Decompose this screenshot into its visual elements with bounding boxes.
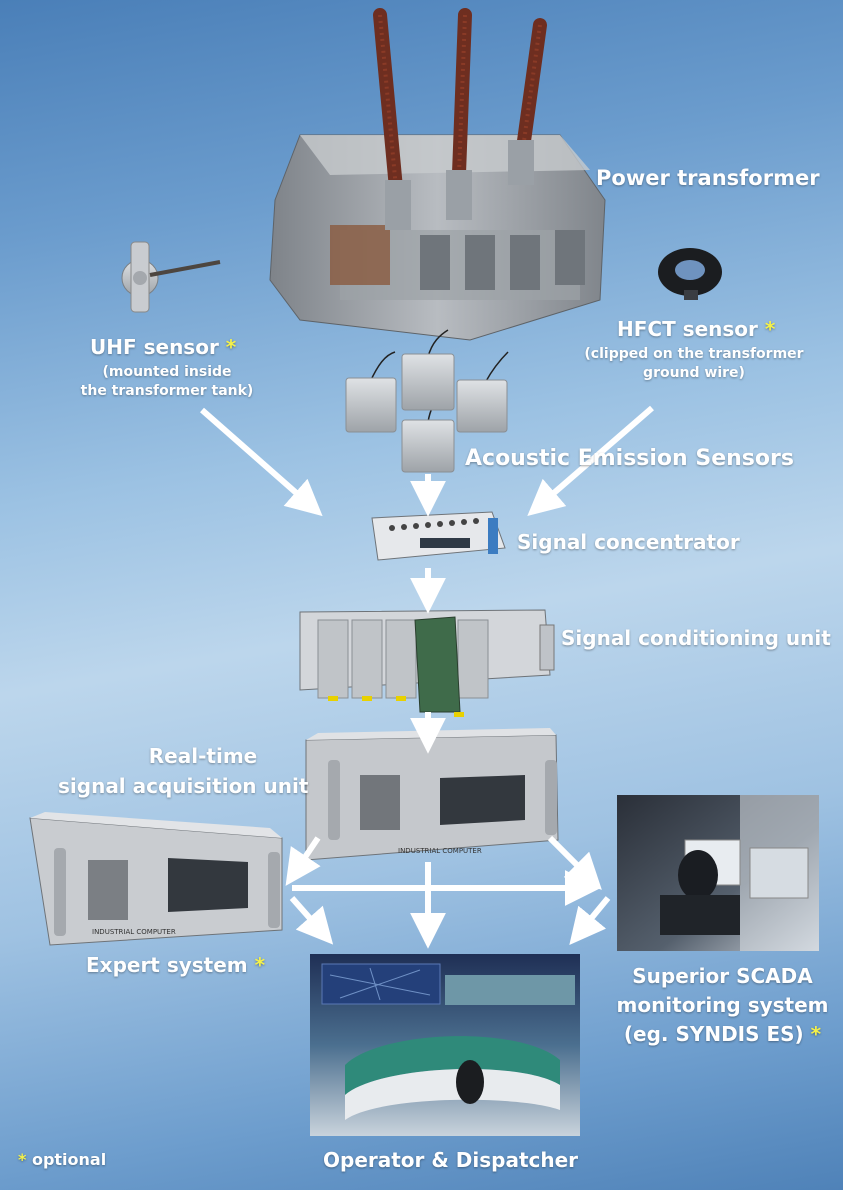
legend-text: optional: [31, 1150, 107, 1169]
uhf-sensor-note: (mounted inside the transformer tank): [72, 363, 262, 401]
expert-system-title: Expert system: [86, 953, 248, 977]
hfct-note-line-1: (clipped on the transformer: [584, 346, 804, 362]
power-transformer-illustration: [269, 8, 606, 341]
scada-label-line-2: monitoring system: [616, 993, 829, 1017]
scada-label: Superior SCADA monitoring system (eg. SY…: [610, 962, 835, 1049]
scada-label-line-3: (eg. SYNDIS ES) *: [610, 1020, 835, 1049]
uhf-note-line-1: (mounted inside: [102, 364, 232, 380]
scada-optional-star: *: [810, 1022, 822, 1046]
arrow-uhf-to-concentrator: [200, 407, 323, 517]
acoustic-sensors-illustration: [345, 329, 509, 473]
realtime-label-line-2: signal acquisition unit: [58, 774, 309, 798]
power-transformer-label: Power transformer: [596, 166, 820, 190]
uhf-sensor-illustration: [121, 241, 221, 313]
flow-arrows: [200, 405, 654, 949]
arrow-realtime-to-expert: [285, 836, 321, 886]
realtime-label-line-1: Real-time: [148, 744, 258, 768]
scada-label-example: (eg. SYNDIS ES): [623, 1022, 804, 1046]
arrow-realtime-to-scada: [547, 835, 602, 890]
uhf-sensor-label: UHF sensor *: [90, 335, 236, 359]
expert-system-label: Expert system *: [86, 953, 265, 977]
expert-optional-star: *: [254, 953, 266, 977]
signal-concentrator-illustration: [371, 511, 506, 561]
scada-photo: [617, 795, 819, 951]
signal-concentrator-label: Signal concentrator: [517, 530, 740, 554]
legend-star: *: [18, 1150, 27, 1169]
uhf-note-line-2: the transformer tank): [80, 383, 254, 399]
optional-legend: * optional: [18, 1150, 106, 1169]
hfct-sensor-title: HFCT sensor: [617, 317, 758, 341]
signal-conditioning-illustration: [299, 609, 555, 717]
operator-dispatcher-label: Operator & Dispatcher: [323, 1148, 579, 1172]
hfct-note-line-2: ground wire): [643, 365, 745, 381]
arrow-scada-to-operator: [569, 896, 611, 945]
signal-conditioning-label: Signal conditioning unit: [561, 626, 831, 650]
arrow-expert-to-operator: [289, 896, 334, 945]
hfct-optional-star: *: [764, 317, 776, 341]
hfct-sensor-illustration: [658, 248, 722, 300]
uhf-sensor-title: UHF sensor: [90, 335, 219, 359]
arrow-hfct-to-concentrator: [527, 405, 654, 516]
realtime-unit-label: Real-time signal acquisition unit: [58, 741, 308, 801]
scada-label-line-1: Superior SCADA: [632, 964, 813, 988]
hfct-sensor-label: HFCT sensor *: [617, 317, 775, 341]
expert-system-brand: INDUSTRIAL COMPUTER: [92, 928, 176, 936]
realtime-unit-brand: INDUSTRIAL COMPUTER: [398, 847, 482, 855]
realtime-unit-illustration: [305, 728, 559, 861]
acoustic-sensors-label: Acoustic Emission Sensors: [465, 446, 794, 471]
uhf-optional-star: *: [225, 335, 237, 359]
operator-room-photo: [310, 954, 580, 1136]
hfct-sensor-note: (clipped on the transformer ground wire): [583, 345, 805, 383]
expert-system-illustration: [29, 812, 283, 946]
